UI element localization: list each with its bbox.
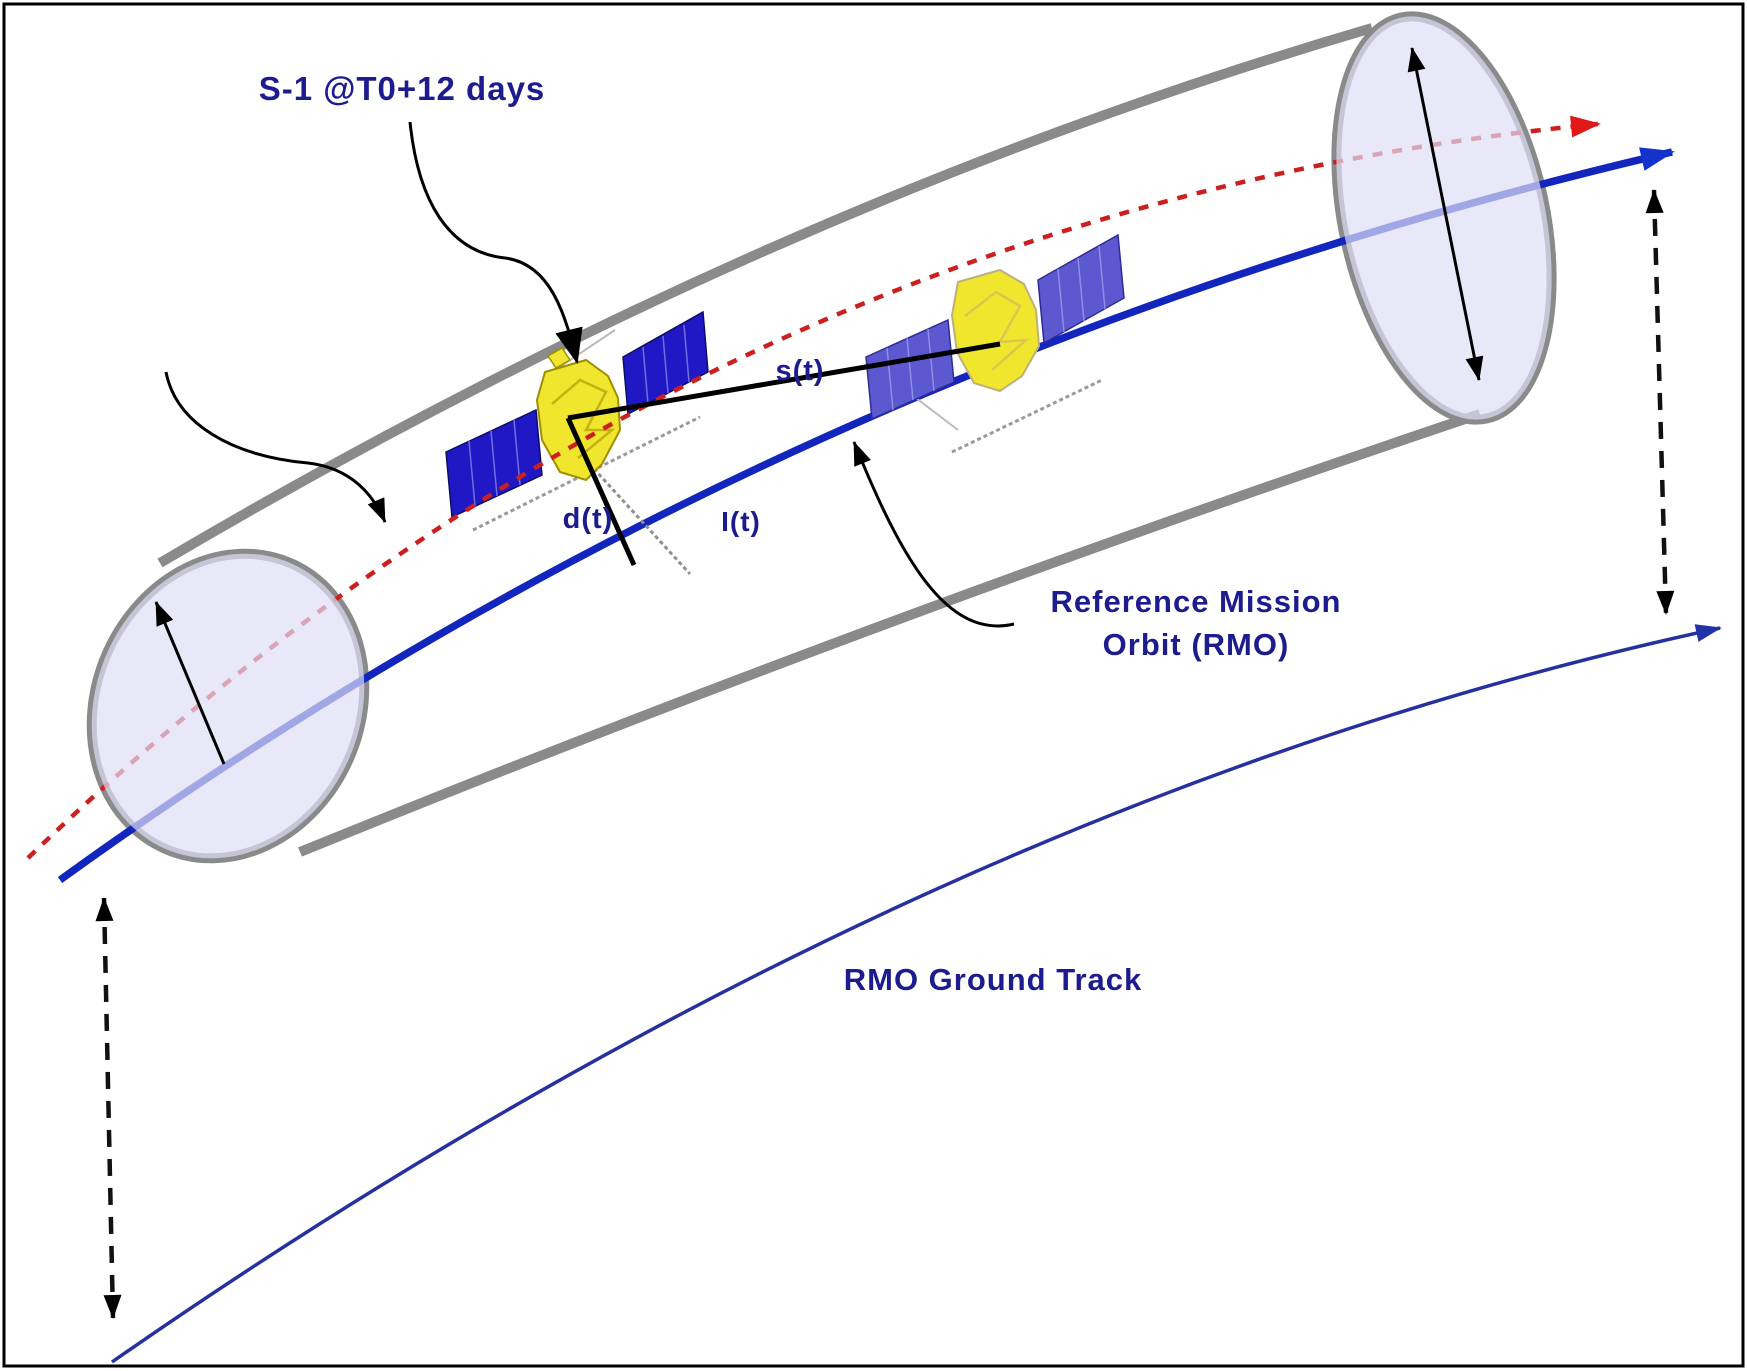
satellite-icon-s2 — [865, 233, 1125, 454]
satellite-body-facets — [964, 290, 1030, 371]
s1-epoch-label: S-1 @T0+12 days — [259, 70, 546, 107]
panel-grid-line — [906, 337, 914, 401]
dashed-altitude-arrow-left — [95, 897, 122, 1319]
tube-right-cap — [1336, 16, 1552, 420]
panel-grid-line — [490, 430, 498, 497]
double-arrow-icon-left-radius — [154, 601, 226, 765]
leader-rmo — [852, 441, 1015, 628]
rmo-label-line1: Reference Mission — [1051, 584, 1342, 619]
panel-grid-line — [468, 440, 476, 507]
panel-grid-line — [662, 335, 669, 394]
panel-grid-line — [642, 346, 649, 405]
ground-track-label: RMO Ground Track — [844, 962, 1142, 997]
separation-vector-label: s(t) — [775, 355, 824, 387]
rmo-ground-track-line — [111, 624, 1722, 1364]
separation-vector-line — [567, 341, 1001, 421]
radial-distance-label: d(t) — [563, 503, 614, 535]
panel-grid-line — [1098, 245, 1106, 310]
panel-grid-line — [683, 324, 690, 383]
orbit-position-label: I(t) — [721, 506, 761, 537]
leader-s1-annotation — [408, 121, 583, 364]
panel-grid-line — [927, 328, 935, 392]
panel-grid-line — [886, 347, 894, 411]
tube-left-cap — [91, 553, 365, 859]
panel-grid-line — [1057, 268, 1065, 333]
leader-actual-orbit — [164, 371, 387, 523]
satellite-boom-icon — [951, 378, 1103, 454]
rmo-label-line2: Orbit (RMO) — [1103, 627, 1290, 662]
double-arrow-icon-right-diameter — [1407, 47, 1484, 381]
tube-top-edge — [157, 23, 1374, 568]
dashed-altitude-arrow-right — [1645, 189, 1675, 615]
tube-bottom-edge — [298, 409, 1482, 857]
panel-grid-line — [513, 419, 521, 486]
panel-grid-line — [1077, 257, 1085, 322]
radial-distance-vector-line — [565, 416, 637, 567]
satellite-body-icon — [950, 268, 1041, 393]
